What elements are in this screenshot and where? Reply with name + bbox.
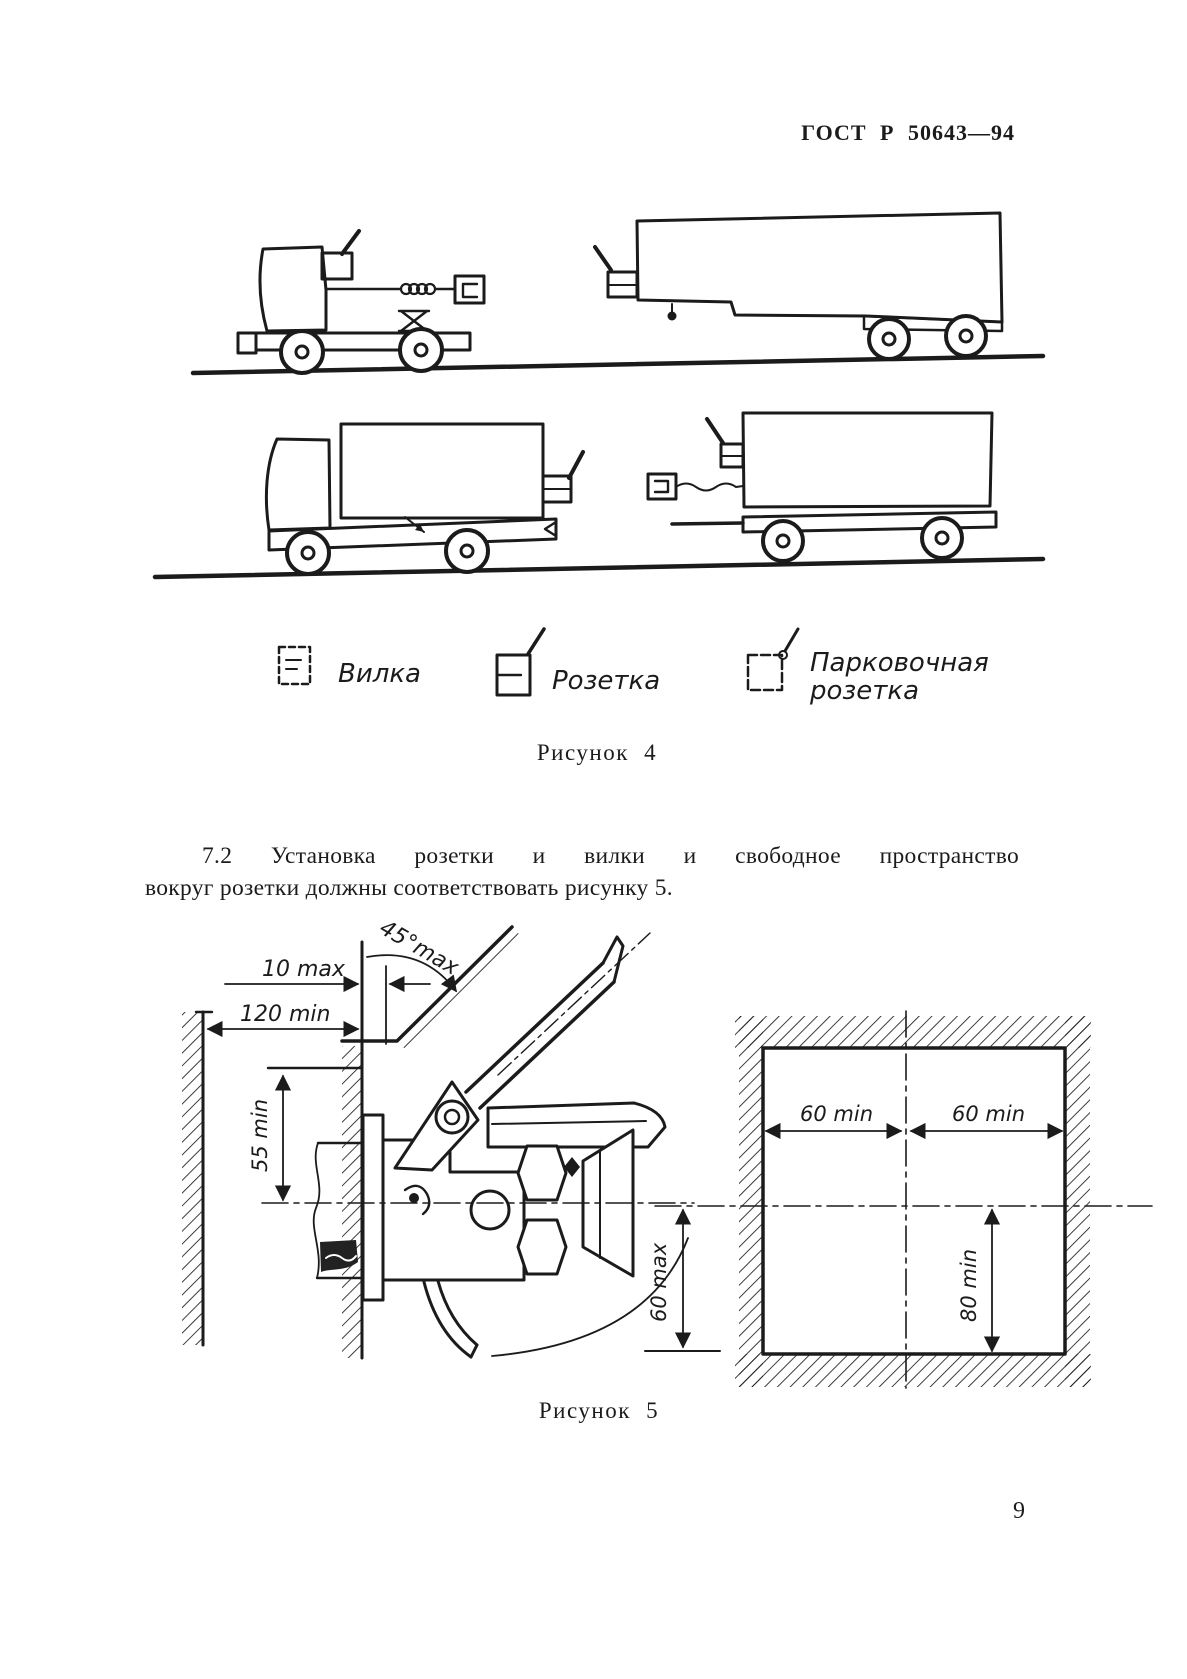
roof-hatch [397,927,524,1053]
latch-lever [422,1279,479,1359]
plug-symbol-row1 [453,274,486,305]
dim-below-axis: 60 max [647,1242,671,1322]
clearance-opening-view [654,1010,1153,1389]
parking-socket-legend-icon [746,627,800,692]
page-number: 9 [1013,1498,1025,1524]
dim-above-axis: 55 min [248,1099,272,1172]
open-lid [464,932,651,1110]
hex-nut-lower [516,1218,568,1276]
semi-trailer [593,211,1004,361]
mounting-wall-hatch [342,1046,362,1358]
plug-legend-icon [277,645,312,686]
full-trailer [646,411,998,563]
legend-label-parking-2: розетка [809,676,919,706]
left-wall-hatch [182,1012,203,1345]
screw-head [564,1157,580,1177]
plug-symbol-row2 [646,472,678,501]
paragraph-line-2: вокруг розетки должны соответствовать ри… [145,875,673,901]
socket-section-view [182,925,695,1360]
legend-label-socket: Розетка [552,666,660,696]
support-jack [397,309,431,333]
legend-label-plug: Вилка [338,659,421,689]
figure4-caption: Рисунок 4 [536,740,658,765]
dim-right-clear: 60 min [952,1102,1025,1126]
contact-bore [469,1189,511,1231]
dimension-lines [206,954,1064,1353]
dim-offset: 10 max [262,957,346,982]
break-line [312,1142,321,1279]
dim-bottom-clear: 80 min [957,1249,981,1322]
hex-nut-upper [516,1144,568,1202]
socket-legend-icon [495,627,546,697]
dim-left-clear: 60 min [800,1102,873,1126]
figure4-legend [277,627,800,697]
dim-angle: 45°max [375,916,464,982]
tractor-unit [236,229,486,375]
dim-wall-clearance: 120 min [240,1002,330,1027]
opening-outline [761,1046,1067,1356]
standard-number-header: ГОСТ Р 50643—94 [801,120,1015,145]
figure4-drawing: Вилка Розетка Парковочная розетка [152,211,1046,706]
cover-cap [486,1101,667,1149]
legend-label-parking-1: Парковочная [810,648,989,678]
figure5-caption: Рисунок 5 [538,1398,660,1423]
coiled-cable [399,282,437,296]
figure5-drawing: 45°max 10 max 120 min 55 min 60 max 60 m… [182,916,1153,1389]
mounting-flange [361,1113,385,1302]
paragraph-line-1: 7.2 Установка розетки и вилки и свободно… [202,843,1019,869]
ground-line-row1 [190,353,1046,376]
section-7-2-paragraph: 7.2 Установка розетки и вилки и свободно… [145,840,1019,904]
box-truck [264,422,585,576]
